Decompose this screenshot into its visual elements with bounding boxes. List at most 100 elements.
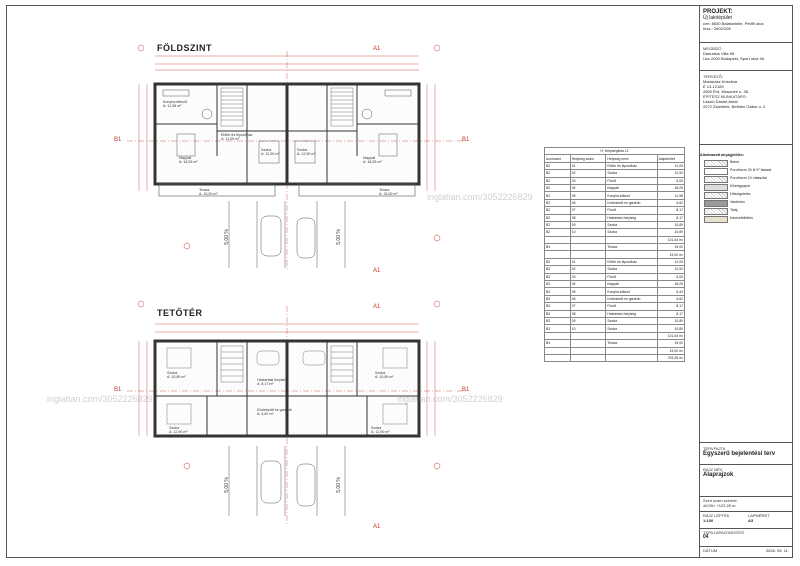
table-cell	[569, 243, 607, 252]
sheet-size-label: LAPMÉRET	[748, 513, 770, 518]
table-cell: 05	[569, 287, 607, 296]
plan-type-block: TERVFAJTA Egyszerű bejelentési terv	[703, 446, 791, 458]
table-cell: Konyha-étkező	[605, 287, 658, 296]
table-cell: 15,00 m²	[656, 346, 686, 355]
table-cell: B3	[544, 280, 571, 289]
table-cell: 03	[569, 176, 607, 185]
parking-slope-4: 5,00 %	[335, 477, 342, 493]
table-cell	[605, 353, 658, 363]
table-cell: 01	[569, 257, 607, 267]
table-cell: 12,90	[656, 169, 686, 178]
table-cell	[605, 346, 658, 355]
table-cell: Előtér és lépcsőház	[605, 161, 658, 171]
project-name: Új lakóépület	[703, 15, 732, 21]
table-cell	[569, 339, 607, 348]
table-cell: 09	[569, 316, 607, 326]
table-cell: 8,17	[656, 213, 686, 222]
designer-address: 2600 Érd, Mosonéri u. 36.	[703, 89, 750, 94]
table-cell: Szoba	[605, 265, 658, 274]
table-cell: 11,98	[656, 191, 686, 200]
table-cell: Szoba	[605, 324, 658, 333]
table-cell	[605, 331, 658, 341]
table-cell: Terasz	[605, 243, 658, 252]
table-cell: 10	[569, 324, 607, 333]
project-label: PROJEKT:	[703, 9, 733, 15]
table-cell: 04	[569, 280, 607, 289]
table-cell: B3	[544, 316, 571, 326]
table-cell	[605, 250, 658, 259]
legend-item: Kavicsfeltöltés	[700, 215, 790, 223]
table-cell: 07	[569, 302, 607, 311]
table-cell: 08	[569, 309, 607, 319]
table-cell	[569, 250, 607, 259]
col-header: Helyiség neve	[605, 154, 658, 163]
title-block: PROJEKT: Új lakóépület cím: 8630 Balaton…	[699, 6, 793, 557]
legend-swatch	[704, 208, 728, 215]
client-block: MEGBÍZÓ Danubius Villa Kft Ucc 2000 Buda…	[703, 46, 791, 61]
legend-label: Porotherm 10 válaszfal	[730, 176, 767, 180]
drawing-name-block: RAJZ NÉV Alaprajzok	[703, 467, 791, 479]
table-cell	[605, 235, 658, 245]
legend-item: Porotherm 10 válaszfal	[700, 175, 790, 183]
table-cell	[569, 346, 607, 355]
table-cell: 06	[569, 198, 607, 208]
legend-label: Hőszigetelés	[730, 192, 751, 196]
drawing-name: Alaprajzok	[703, 472, 734, 478]
scale-value: 1:100	[703, 518, 714, 523]
scale-label: RAJZ LÉPTÉK	[703, 513, 730, 518]
upper-floor-title: TETŐTÉR	[157, 308, 203, 318]
legend-label: Beton	[730, 160, 740, 164]
table-cell: Terasz	[605, 339, 658, 348]
table-cell: 02	[569, 265, 607, 274]
table-cell	[544, 346, 571, 355]
table-cell: 10,89	[656, 220, 686, 230]
section-a-top-upper: A1	[373, 304, 381, 310]
parking-slope-2: 5,00 %	[335, 229, 342, 245]
table-cell	[544, 250, 571, 259]
table-cell: 10	[569, 228, 607, 237]
table-cell: B3	[544, 294, 571, 304]
upper-floor-plan	[127, 306, 467, 526]
legend-label: Vasbeton	[730, 200, 745, 204]
legend-swatch	[704, 200, 728, 207]
table-cell: Szoba	[605, 316, 658, 326]
table-cell: 101,64 m²	[656, 235, 686, 245]
section-a-top: A1	[373, 46, 381, 52]
table-cell: Fürdő	[605, 176, 658, 185]
table-cell: 12,90	[656, 265, 686, 274]
plan-type-label: TERVFAJTA	[703, 446, 726, 451]
project-block: PROJEKT: Új lakóépület cím: 8630 Balaton…	[703, 9, 791, 31]
table-cell	[544, 353, 571, 363]
table-cell	[544, 331, 571, 341]
room-table: H: Helyiséglista L2 Azonosító Helyiség s…	[544, 146, 686, 363]
architect-label: ÉPÍTÉSZ MUNKATÁRS:	[703, 94, 747, 99]
elevation-value: ±0,00= +122,20 m	[703, 503, 736, 508]
table-row: 233,28 m²	[544, 353, 686, 363]
table-cell: 10,89	[656, 228, 686, 237]
table-cell: B2	[544, 220, 571, 230]
table-cell: B2	[544, 161, 571, 171]
table-cell: Konyha-étkező	[605, 191, 658, 200]
table-cell: 18,05	[656, 183, 686, 193]
table-cell: B3	[544, 243, 571, 252]
table-cell: 18,05	[656, 280, 686, 289]
parking-slope-1: 5,00 %	[223, 229, 230, 245]
room-table-title: H: Helyiséglista L2	[544, 146, 685, 156]
legend-item: Vasbeton	[700, 199, 790, 207]
table-cell: 11,05	[656, 161, 686, 171]
table-cell: B2	[544, 191, 571, 200]
